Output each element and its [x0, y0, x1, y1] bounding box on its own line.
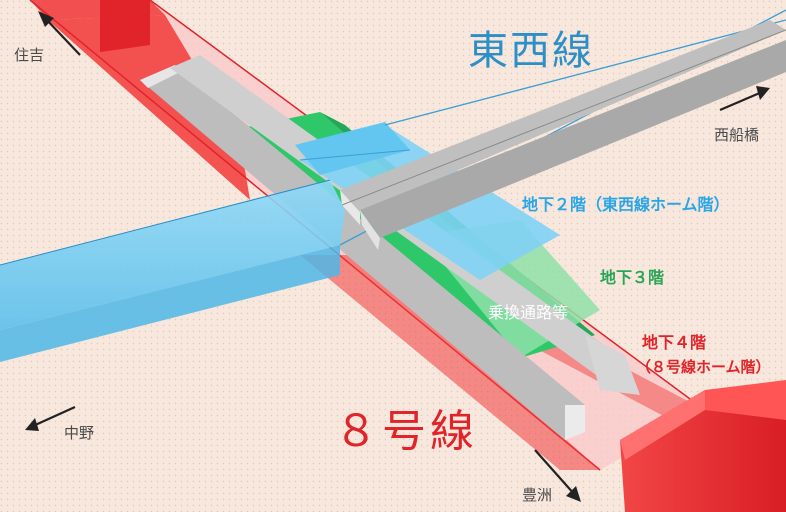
level-label-b4: 地下４階: [642, 333, 707, 352]
direction-label-toyosu: 豊洲: [522, 486, 553, 504]
arrow-sumiyoshi-icon: [38, 11, 81, 56]
line8-title: ８号線: [334, 406, 478, 457]
level-label-b2: 地下２階（東西線ホーム階）: [522, 195, 730, 214]
tozai-platforms: [340, 20, 786, 250]
arrow-nishifunabashi-icon: [719, 86, 770, 112]
direction-arrows: [25, 11, 770, 502]
direction-label-nishifunabashi: 西船橋: [714, 126, 760, 144]
arrow-nakano-icon: [25, 405, 76, 431]
transfer-passage-label: 乗換通路等: [488, 303, 569, 322]
level-label-b3: 地下３階: [600, 268, 665, 287]
tozai-line-title: 東西線: [468, 28, 594, 74]
direction-label-sumiyoshi: 住吉: [14, 46, 45, 64]
arrow-toyosu-icon: [534, 449, 581, 502]
tozai-tunnel: [0, 9, 786, 362]
direction-label-nakano: 中野: [64, 424, 95, 442]
level-label-b4-note: （８号線ホーム階）: [636, 358, 771, 376]
